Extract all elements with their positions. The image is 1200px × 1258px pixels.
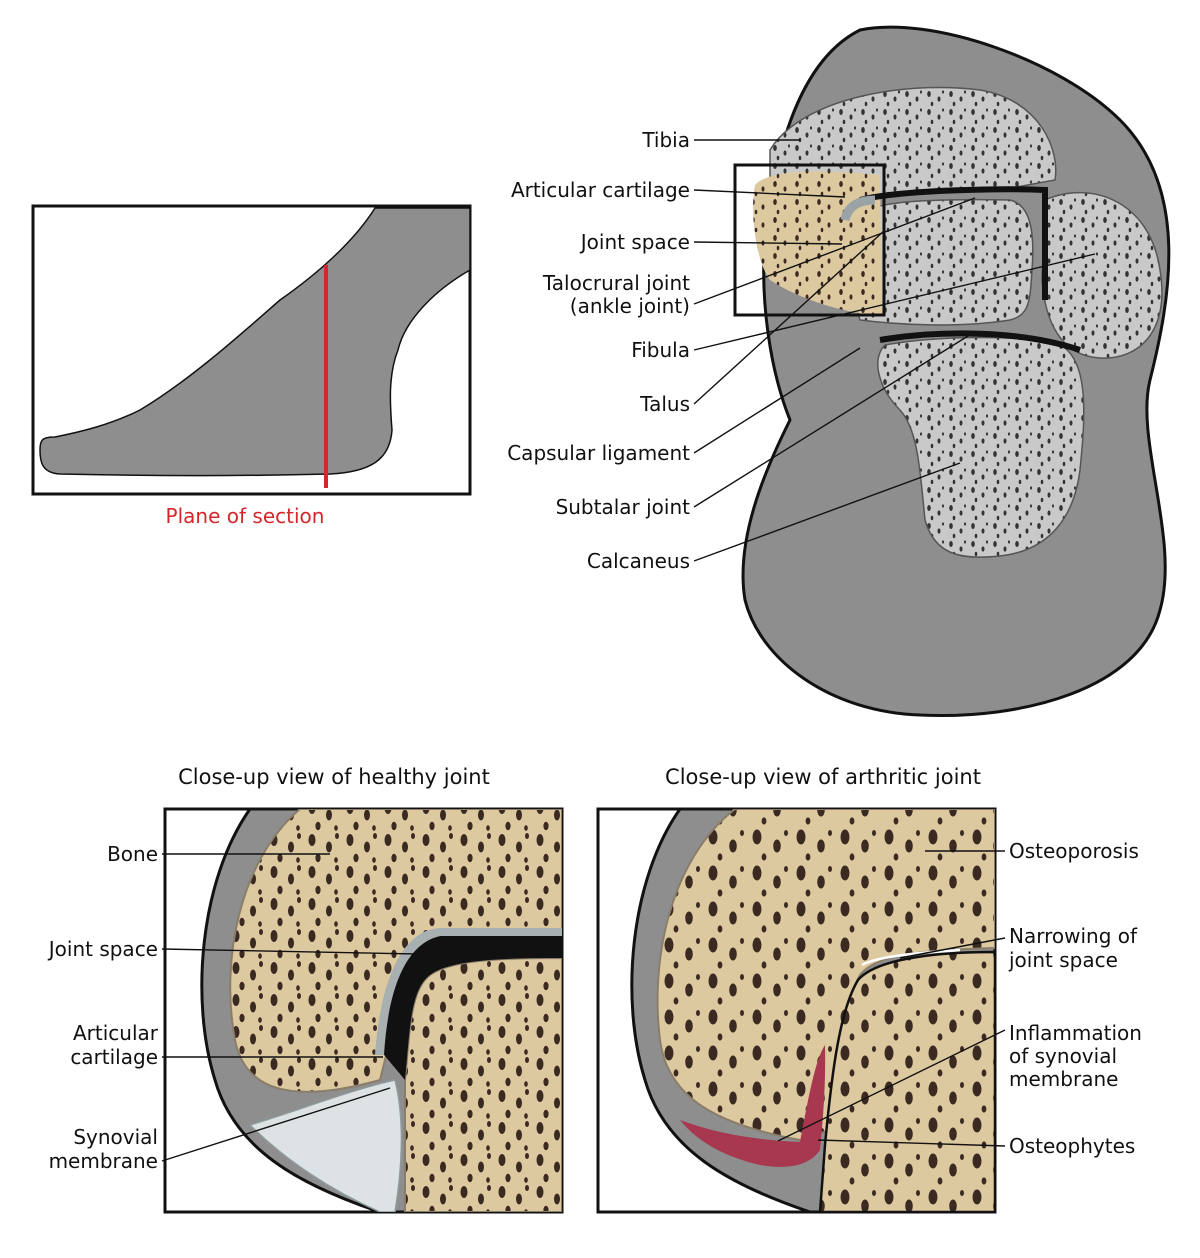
label-bone: Bone xyxy=(107,842,158,866)
label-synovial-line2: membrane xyxy=(49,1149,158,1173)
label-articular-line2: cartilage xyxy=(70,1045,158,1069)
label-inflammation-line2: of synovial xyxy=(1009,1044,1117,1068)
label-healthy-joint-space: Joint space xyxy=(47,937,158,961)
label-talus: Talus xyxy=(639,392,690,416)
cross-section-labels: Tibia Articular cartilage Joint space Ta… xyxy=(507,128,1096,573)
label-talocrural-line2: (ankle joint) xyxy=(570,294,690,318)
label-osteophytes: Osteophytes xyxy=(1009,1134,1135,1158)
healthy-lower-bone xyxy=(404,956,562,1212)
arthritic-lower-bone xyxy=(818,950,995,1212)
label-subtalar-joint: Subtalar joint xyxy=(556,495,691,519)
healthy-labels: Bone Joint space Articular cartilage Syn… xyxy=(47,842,471,1173)
fibula-bone xyxy=(1041,192,1163,359)
label-osteoporosis: Osteoporosis xyxy=(1009,839,1139,863)
label-inflammation-line1: Inflammation xyxy=(1009,1021,1142,1045)
label-fibula: Fibula xyxy=(631,338,690,362)
label-narrowing-line1: Narrowing of xyxy=(1009,924,1138,948)
label-synovial-line1: Synovial xyxy=(73,1125,158,1149)
label-joint-space: Joint space xyxy=(579,230,690,254)
inflamed-synovial-shape xyxy=(680,1045,826,1167)
label-inflammation-line3: membrane xyxy=(1009,1067,1118,1091)
healthy-title: Close-up view of healthy joint xyxy=(178,765,490,789)
label-tibia: Tibia xyxy=(641,128,690,152)
joint-space-lines xyxy=(859,186,1081,353)
label-narrowing-line2: joint space xyxy=(1008,948,1118,972)
healthy-closeup: Close-up view of healthy joint Bone Join… xyxy=(47,765,564,1214)
articular-cartilage-shape xyxy=(840,195,876,222)
narrowed-joint-space-shape xyxy=(861,948,961,967)
label-capsular-ligament: Capsular ligament xyxy=(507,441,690,465)
label-talocrural-line1: Talocrural joint xyxy=(542,271,690,295)
arthritic-upper-bone xyxy=(656,809,995,1142)
foot-silhouette xyxy=(39,207,471,477)
arthritic-title: Close-up view of arthritic joint xyxy=(665,765,981,789)
plane-of-section-label: Plane of section xyxy=(166,504,325,528)
healthy-joint-space-shape xyxy=(380,936,562,1080)
label-articular-line1: Articular xyxy=(73,1021,159,1045)
arthritic-closeup: Close-up view of arthritic joint Osteopo… xyxy=(596,765,1142,1214)
foot-panel: Plane of section xyxy=(31,204,472,528)
healthy-synovial-membrane-shape xyxy=(248,1079,403,1212)
closeup-box xyxy=(733,163,886,317)
label-calcaneus: Calcaneus xyxy=(587,549,690,573)
arthritic-labels: Osteoporosis Narrowing of joint space In… xyxy=(777,839,1142,1158)
label-articular-cartilage: Articular cartilage xyxy=(511,178,690,202)
ankle-cross-section: Tibia Articular cartilage Joint space Ta… xyxy=(507,25,1171,718)
